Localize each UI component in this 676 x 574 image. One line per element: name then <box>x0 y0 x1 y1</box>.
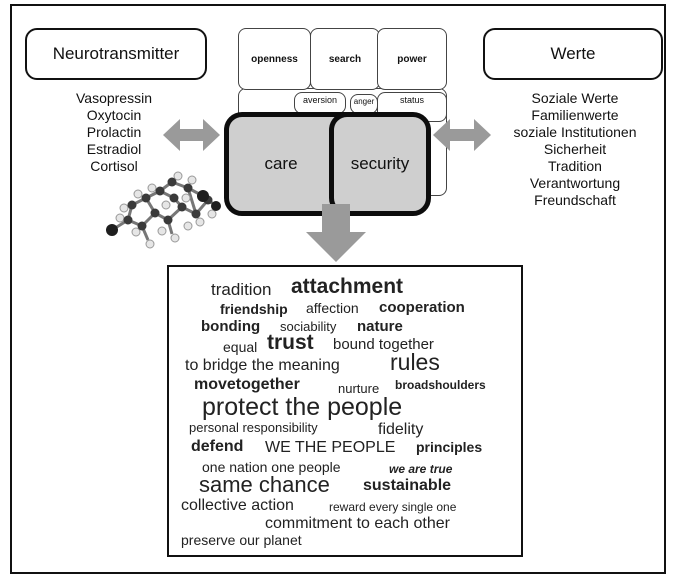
word-cloud-term: rules <box>390 349 440 375</box>
word-cloud-term: broadshoulders <box>395 378 486 392</box>
werte-item: Sicherheit <box>543 141 607 157</box>
cell-anger-label: anger <box>353 97 375 106</box>
down-arrow <box>306 204 366 262</box>
cell-power-label: power <box>397 53 427 65</box>
cell-openness: openness <box>238 28 311 90</box>
word-cloud-term: preserve our planet <box>181 532 302 548</box>
word-cloud-term: collective action <box>181 497 294 514</box>
neurotransmitter-item: Oxytocin <box>86 107 142 123</box>
word-cloud-term: commitment to each other <box>265 515 450 532</box>
cell-openness-label: openness <box>251 53 298 65</box>
word-cloud-term: personal responsibility <box>189 420 318 435</box>
left-double-arrow <box>163 119 220 151</box>
word-cloud-term: nurture <box>338 381 380 396</box>
word-cloud-term: same chance <box>199 472 330 497</box>
word-cloud-term: nature <box>357 318 403 335</box>
werte-title: Werte <box>550 44 596 63</box>
word-cloud-term: bound together <box>333 336 434 353</box>
neurotransmitter-item: Cortisol <box>90 158 138 174</box>
security-box: security <box>329 112 431 216</box>
cell-status-label: status <box>399 95 424 105</box>
neurotransmitter-item: Estradiol <box>86 141 142 157</box>
word-cloud-term: friendship <box>220 301 288 317</box>
werte-list: Soziale Werte Familienwerte soziale Inst… <box>494 90 656 209</box>
werte-item: Familienwerte <box>531 107 619 123</box>
neurotransmitter-item: Vasopressin <box>75 90 152 106</box>
cell-search-label: search <box>328 53 362 65</box>
word-cloud-term: sociability <box>280 319 337 334</box>
word-cloud-term: one nation one people <box>202 459 341 475</box>
werte-item: soziale Institutionen <box>513 124 637 140</box>
word-cloud-term: trust <box>267 331 314 354</box>
word-cloud-term: to bridge the meaning <box>185 357 340 374</box>
word-cloud-term: fidelity <box>378 421 424 438</box>
neurotransmitter-list: Vasopressin Oxytocin Prolactin Estradiol… <box>54 90 174 175</box>
word-cloud-term: affection <box>306 300 359 316</box>
word-cloud-term: reward every single one <box>329 500 457 514</box>
word-cloud-term: cooperation <box>379 299 465 316</box>
right-double-arrow <box>433 119 491 151</box>
neurotransmitter-title-box: Neurotransmitter <box>25 28 207 80</box>
word-cloud-term: movetogether <box>194 376 300 393</box>
werte-item: Tradition <box>548 158 602 174</box>
word-cloud-term: attachment <box>291 275 404 298</box>
neurotransmitter-title: Neurotransmitter <box>52 44 180 63</box>
molecule-icon <box>106 171 221 249</box>
neurotransmitter-item: Prolactin <box>86 124 142 140</box>
werte-title-box: Werte <box>483 28 663 80</box>
word-cloud-term: bonding <box>201 318 261 335</box>
word-cloud-term: principles <box>416 439 483 455</box>
werte-item: Verantwortung <box>529 175 621 191</box>
word-cloud: tradition attachment friendship affectio… <box>167 265 523 557</box>
security-label: security <box>350 154 410 173</box>
word-cloud-term: sustainable <box>363 477 452 494</box>
cell-power: power <box>377 28 447 90</box>
werte-item: Freundschaft <box>534 192 616 208</box>
word-cloud-term: equal <box>223 339 258 355</box>
word-cloud-term: we are true <box>389 462 453 476</box>
word-cloud-term: defend <box>191 438 244 455</box>
word-cloud-term: WE THE PEOPLE <box>265 439 396 456</box>
word-cloud-term: tradition <box>211 280 272 299</box>
cell-aversion-label: aversion <box>302 95 338 105</box>
werte-item: Soziale Werte <box>531 90 619 106</box>
care-label: care <box>264 154 298 173</box>
word-cloud-term: protect the people <box>202 393 403 421</box>
